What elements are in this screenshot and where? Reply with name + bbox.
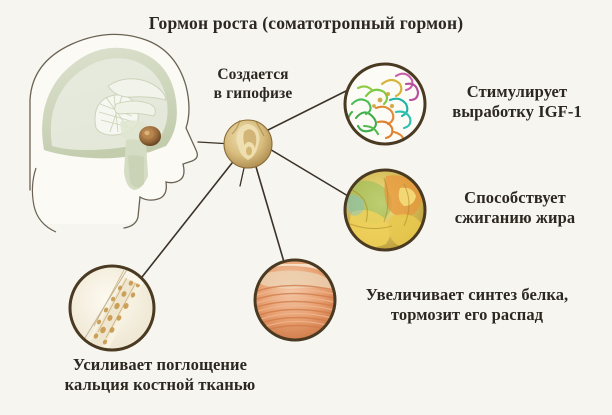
label-pituitary-origin: Создается в гипофизе xyxy=(213,66,293,102)
connector-stub-lower xyxy=(239,167,245,187)
connector-lines xyxy=(141,89,349,278)
fat-cells-icon[interactable] xyxy=(343,168,427,252)
label-fat-burning: Способствует сжиганию жира xyxy=(454,188,576,228)
connector-to-protein xyxy=(253,159,285,263)
connector-to-igf xyxy=(263,89,349,133)
pituitary-gland-hub[interactable] xyxy=(223,119,273,169)
connector-to-bone xyxy=(141,157,237,278)
protein-molecule-icon[interactable] xyxy=(343,62,427,146)
label-calcium-absorption: Усиливает поглощение кальция костной тка… xyxy=(64,355,256,395)
head-brain-profile xyxy=(29,33,198,233)
label-protein-synthesis: Увеличивает синтез белка, тормозит его р… xyxy=(365,285,569,325)
page-title: Гормон роста (соматотропный гормон) xyxy=(148,13,464,33)
connector-to-fat xyxy=(267,147,349,197)
label-igf-production: Стимулирует выработку IGF-1 xyxy=(452,82,582,122)
muscle-tissue-icon[interactable] xyxy=(252,258,337,342)
bone-tissue-icon[interactable] xyxy=(68,264,156,354)
